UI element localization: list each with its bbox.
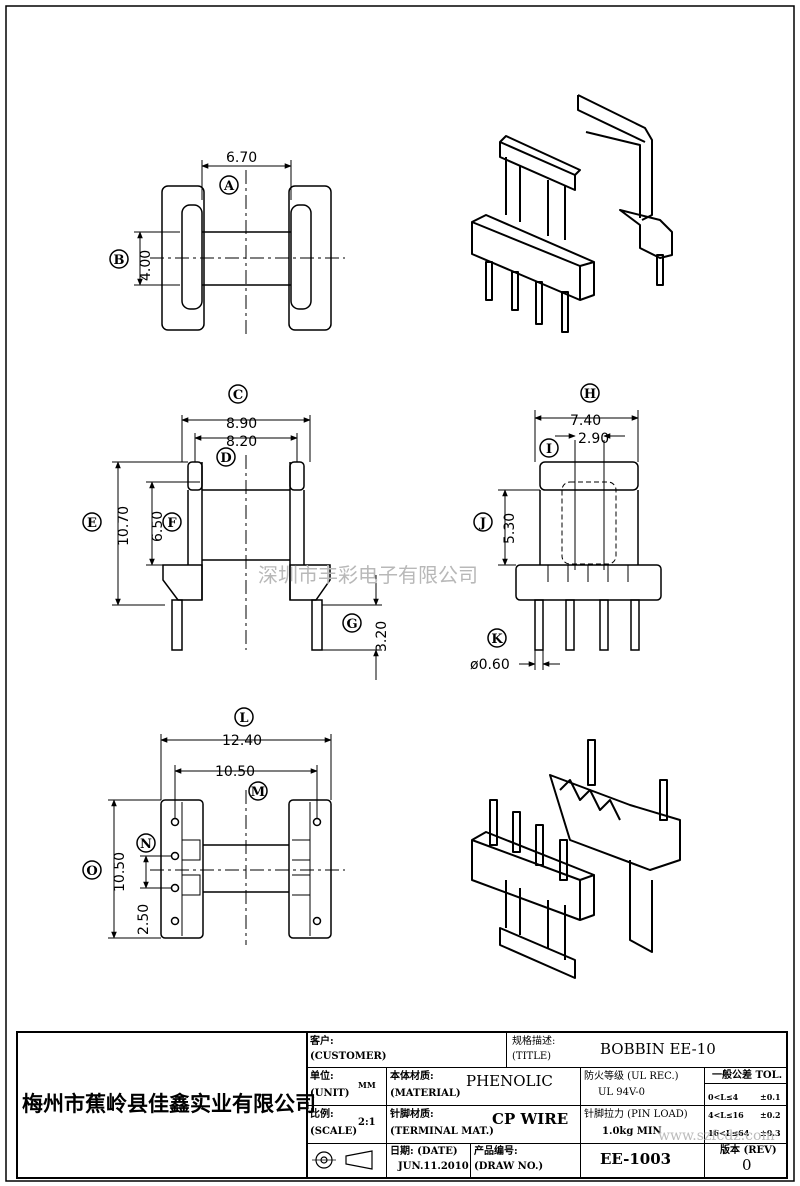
dim-side-pin-dia: ø0.60: [470, 657, 510, 673]
terminal-label-en: (TERMINAL MAT.): [390, 1126, 494, 1137]
drawno-value: EE-1003: [600, 1150, 672, 1168]
rev-label: 版本 (REV): [720, 1145, 777, 1156]
callout-J: [473, 512, 493, 532]
side-view: [498, 410, 662, 670]
title-block: 梅州市蕉岭县佳鑫实业有限公司 客户: (CUSTOMER) 规格描述: (TIT…: [16, 1031, 788, 1179]
drawing-frame: [5, 5, 795, 1182]
isometric-view-top: [471, 94, 673, 333]
drawno-label-en: (DRAW NO.): [474, 1161, 544, 1172]
watermark-url: www.szfcdz.com: [658, 1128, 775, 1144]
callout-K: [487, 628, 507, 648]
callout-G: [342, 613, 362, 633]
projection-symbol-icon: [312, 1150, 373, 1170]
dim-bottom-pin-span: 10.50: [215, 764, 255, 780]
unit-label-cn: 单位:: [310, 1071, 334, 1082]
callout-label-F: F: [167, 516, 177, 531]
title-value: BOBBIN EE-10: [600, 1040, 716, 1058]
callout-label-D: D: [220, 451, 231, 466]
date-label: 日期: (DATE): [390, 1146, 458, 1157]
customer-label-en: (CUSTOMER): [310, 1051, 387, 1062]
company-name: 梅州市蕉岭县佳鑫实业有限公司: [22, 1091, 316, 1116]
unit-label-en: (UNIT): [310, 1088, 350, 1099]
callout-E: [82, 512, 102, 532]
tol-range-1: 0<L≤4: [708, 1092, 739, 1102]
title-label-en: (TITLE): [512, 1051, 552, 1062]
callout-M: [248, 781, 268, 801]
callout-label-A: A: [223, 179, 235, 194]
dim-front-inner-width: 8.20: [226, 434, 257, 450]
isometric-view-bottom: [471, 739, 681, 979]
front-view: [112, 415, 382, 680]
callout-label-C: C: [233, 388, 243, 403]
customer-label-cn: 客户:: [310, 1036, 334, 1047]
callout-label-B: B: [114, 253, 125, 268]
scale-label-cn: 比例:: [310, 1109, 334, 1120]
scale-label-en: (SCALE): [310, 1126, 358, 1137]
scale-value: 2:1: [358, 1117, 376, 1128]
callout-label-G: G: [346, 617, 357, 632]
tol-value-1: ±0.1: [760, 1092, 781, 1102]
flame-value: UL 94V-0: [598, 1087, 646, 1098]
callout-H: [580, 383, 600, 403]
dim-side-width: 7.40: [570, 413, 601, 429]
rev-value: 0: [742, 1156, 752, 1174]
callout-L: [234, 707, 254, 727]
dim-bottom-outer-width: 12.40: [222, 733, 262, 749]
dim-front-height: 10.70: [116, 506, 132, 546]
callout-A: [219, 175, 239, 195]
material-value: PHENOLIC: [466, 1072, 553, 1090]
material-label-en: (MATERIAL): [390, 1088, 461, 1099]
flame-label: 防火等级 (UL REC.): [584, 1071, 679, 1082]
callout-label-H: H: [584, 387, 596, 402]
callout-C: [228, 384, 248, 404]
callout-I: [539, 438, 559, 458]
dim-front-pin-length: 3.20: [374, 621, 390, 652]
callout-label-M: M: [251, 785, 265, 800]
pinload-label: 针脚拉力 (PIN LOAD): [584, 1109, 688, 1120]
callout-label-J: J: [479, 516, 486, 531]
callout-label-K: K: [491, 632, 503, 647]
date-value: JUN.11.2010: [398, 1161, 469, 1172]
top-view: [134, 160, 345, 335]
callout-O: [82, 860, 102, 880]
tol-value-2: ±0.2: [760, 1110, 781, 1120]
callout-N: [136, 833, 156, 853]
dim-front-flange-height: 6.50: [150, 511, 166, 542]
dim-side-core-height: 5.30: [502, 513, 518, 544]
dim-top-width: 6.70: [226, 150, 257, 166]
callout-label-E: E: [87, 516, 97, 531]
callout-B: [109, 249, 129, 269]
callout-label-L: L: [239, 711, 248, 726]
dim-side-core-width: 2.90: [578, 431, 609, 447]
dim-bottom-pitch: 2.50: [136, 904, 152, 935]
pinload-value: 1.0kg MIN: [602, 1126, 662, 1137]
tol-range-2: 4<L≤16: [708, 1110, 744, 1120]
callout-F: [162, 512, 182, 532]
tol-value-3: ±0.3: [760, 1128, 781, 1138]
drawno-label-cn: 产品编号:: [474, 1146, 518, 1157]
callout-label-O: O: [86, 864, 97, 879]
unit-value: MM: [358, 1080, 376, 1090]
title-label-cn: 规格描述:: [512, 1036, 556, 1047]
bottom-view: [108, 734, 345, 945]
material-label-cn: 本体材质:: [390, 1071, 434, 1082]
dim-bottom-height: 10.50: [112, 852, 128, 892]
dim-front-outer-width: 8.90: [226, 416, 257, 432]
callout-D: [216, 447, 236, 467]
callout-label-I: I: [546, 442, 552, 457]
callout-label-N: N: [140, 837, 152, 852]
tol-range-3: 16<L≤64: [708, 1128, 750, 1138]
terminal-value: CP WIRE: [492, 1110, 569, 1128]
dim-top-height: 4.00: [138, 250, 154, 281]
terminal-label-cn: 针脚材质:: [390, 1109, 434, 1120]
watermark-text: 深圳市丰彩电子有限公司: [258, 563, 478, 587]
tolerance-title: 一般公差 TOL.: [712, 1070, 783, 1081]
